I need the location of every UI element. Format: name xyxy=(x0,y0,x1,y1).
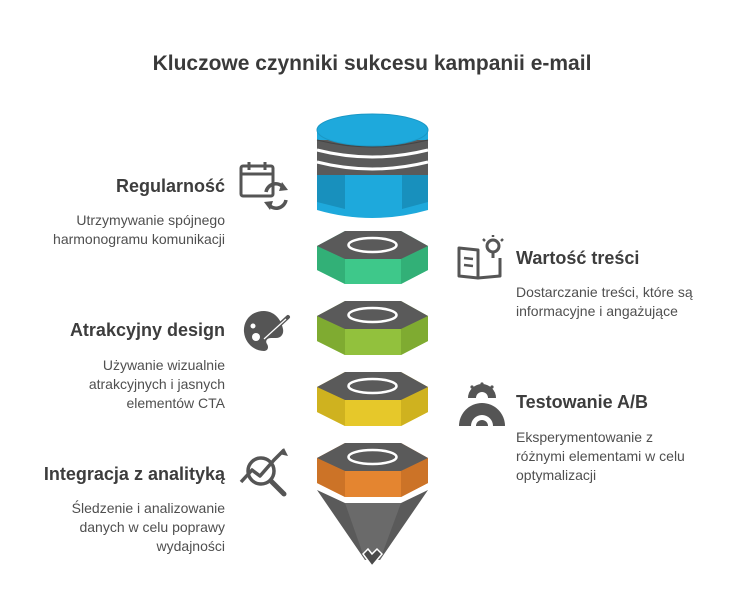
desc-line: Eksperymentowanie z xyxy=(516,429,653,445)
book-lightbulb-icon xyxy=(457,235,504,280)
desc-wartosc-tresci: Dostarczanie treści, które są informacyj… xyxy=(516,283,716,321)
desc-integracja-z-analityka: Śledzenie i analizowanie danych w celu p… xyxy=(25,499,225,556)
desc-line: Dostarczanie treści, które są xyxy=(516,284,693,300)
desc-atrakcyjny-design: Używanie wizualnie atrakcyjnych i jasnyc… xyxy=(25,356,225,413)
desc-line: danych w celu poprawy xyxy=(79,519,225,535)
heading-testowanie-ab: Testowanie A/B xyxy=(516,392,649,412)
cone-tip xyxy=(317,490,428,568)
heading-wartosc-tresci: Wartość treści xyxy=(516,248,640,268)
orange-nut-segment xyxy=(317,443,428,497)
desc-line: informacyjne i angażujące xyxy=(516,303,678,319)
desc-line: Używanie wizualnie xyxy=(102,357,225,373)
desc-line: Śledzenie i analizowanie xyxy=(71,500,225,516)
desc-line: różnymi elementami w celu xyxy=(516,448,685,464)
yellow-nut-segment xyxy=(317,372,428,426)
heading-integracja-z-analityka: Integracja z analityką xyxy=(43,464,225,484)
desc-line: wydajności xyxy=(156,538,225,554)
paint-palette-icon xyxy=(243,311,290,351)
desc-line: elementów CTA xyxy=(126,395,225,411)
heading-regularnosc: Regularność xyxy=(115,176,225,196)
desc-line: atrakcyjnych i jasnych xyxy=(88,376,225,392)
desc-line: optymalizacji xyxy=(516,467,597,483)
desc-line: Utrzymywanie spójnego xyxy=(76,212,225,228)
desc-testowanie-ab: Eksperymentowanie z różnymi elementami w… xyxy=(516,428,716,485)
green-nut-segment xyxy=(317,231,428,284)
lime-nut-segment xyxy=(317,301,428,355)
desc-regularnosc: Utrzymywanie spójnego harmonogramu komun… xyxy=(25,211,225,249)
calendar-refresh-icon xyxy=(239,162,288,210)
blue-database-segment xyxy=(316,113,429,218)
heading-atrakcyjny-design: Atrakcyjny design xyxy=(69,320,225,340)
desc-line: harmonogramu komunikacji xyxy=(53,231,225,247)
diagram-title: Kluczowe czynniki sukcesu kampanii e-mai… xyxy=(152,52,592,75)
ab-gauges-icon xyxy=(459,382,505,426)
analytics-magnifier-icon xyxy=(239,448,288,497)
